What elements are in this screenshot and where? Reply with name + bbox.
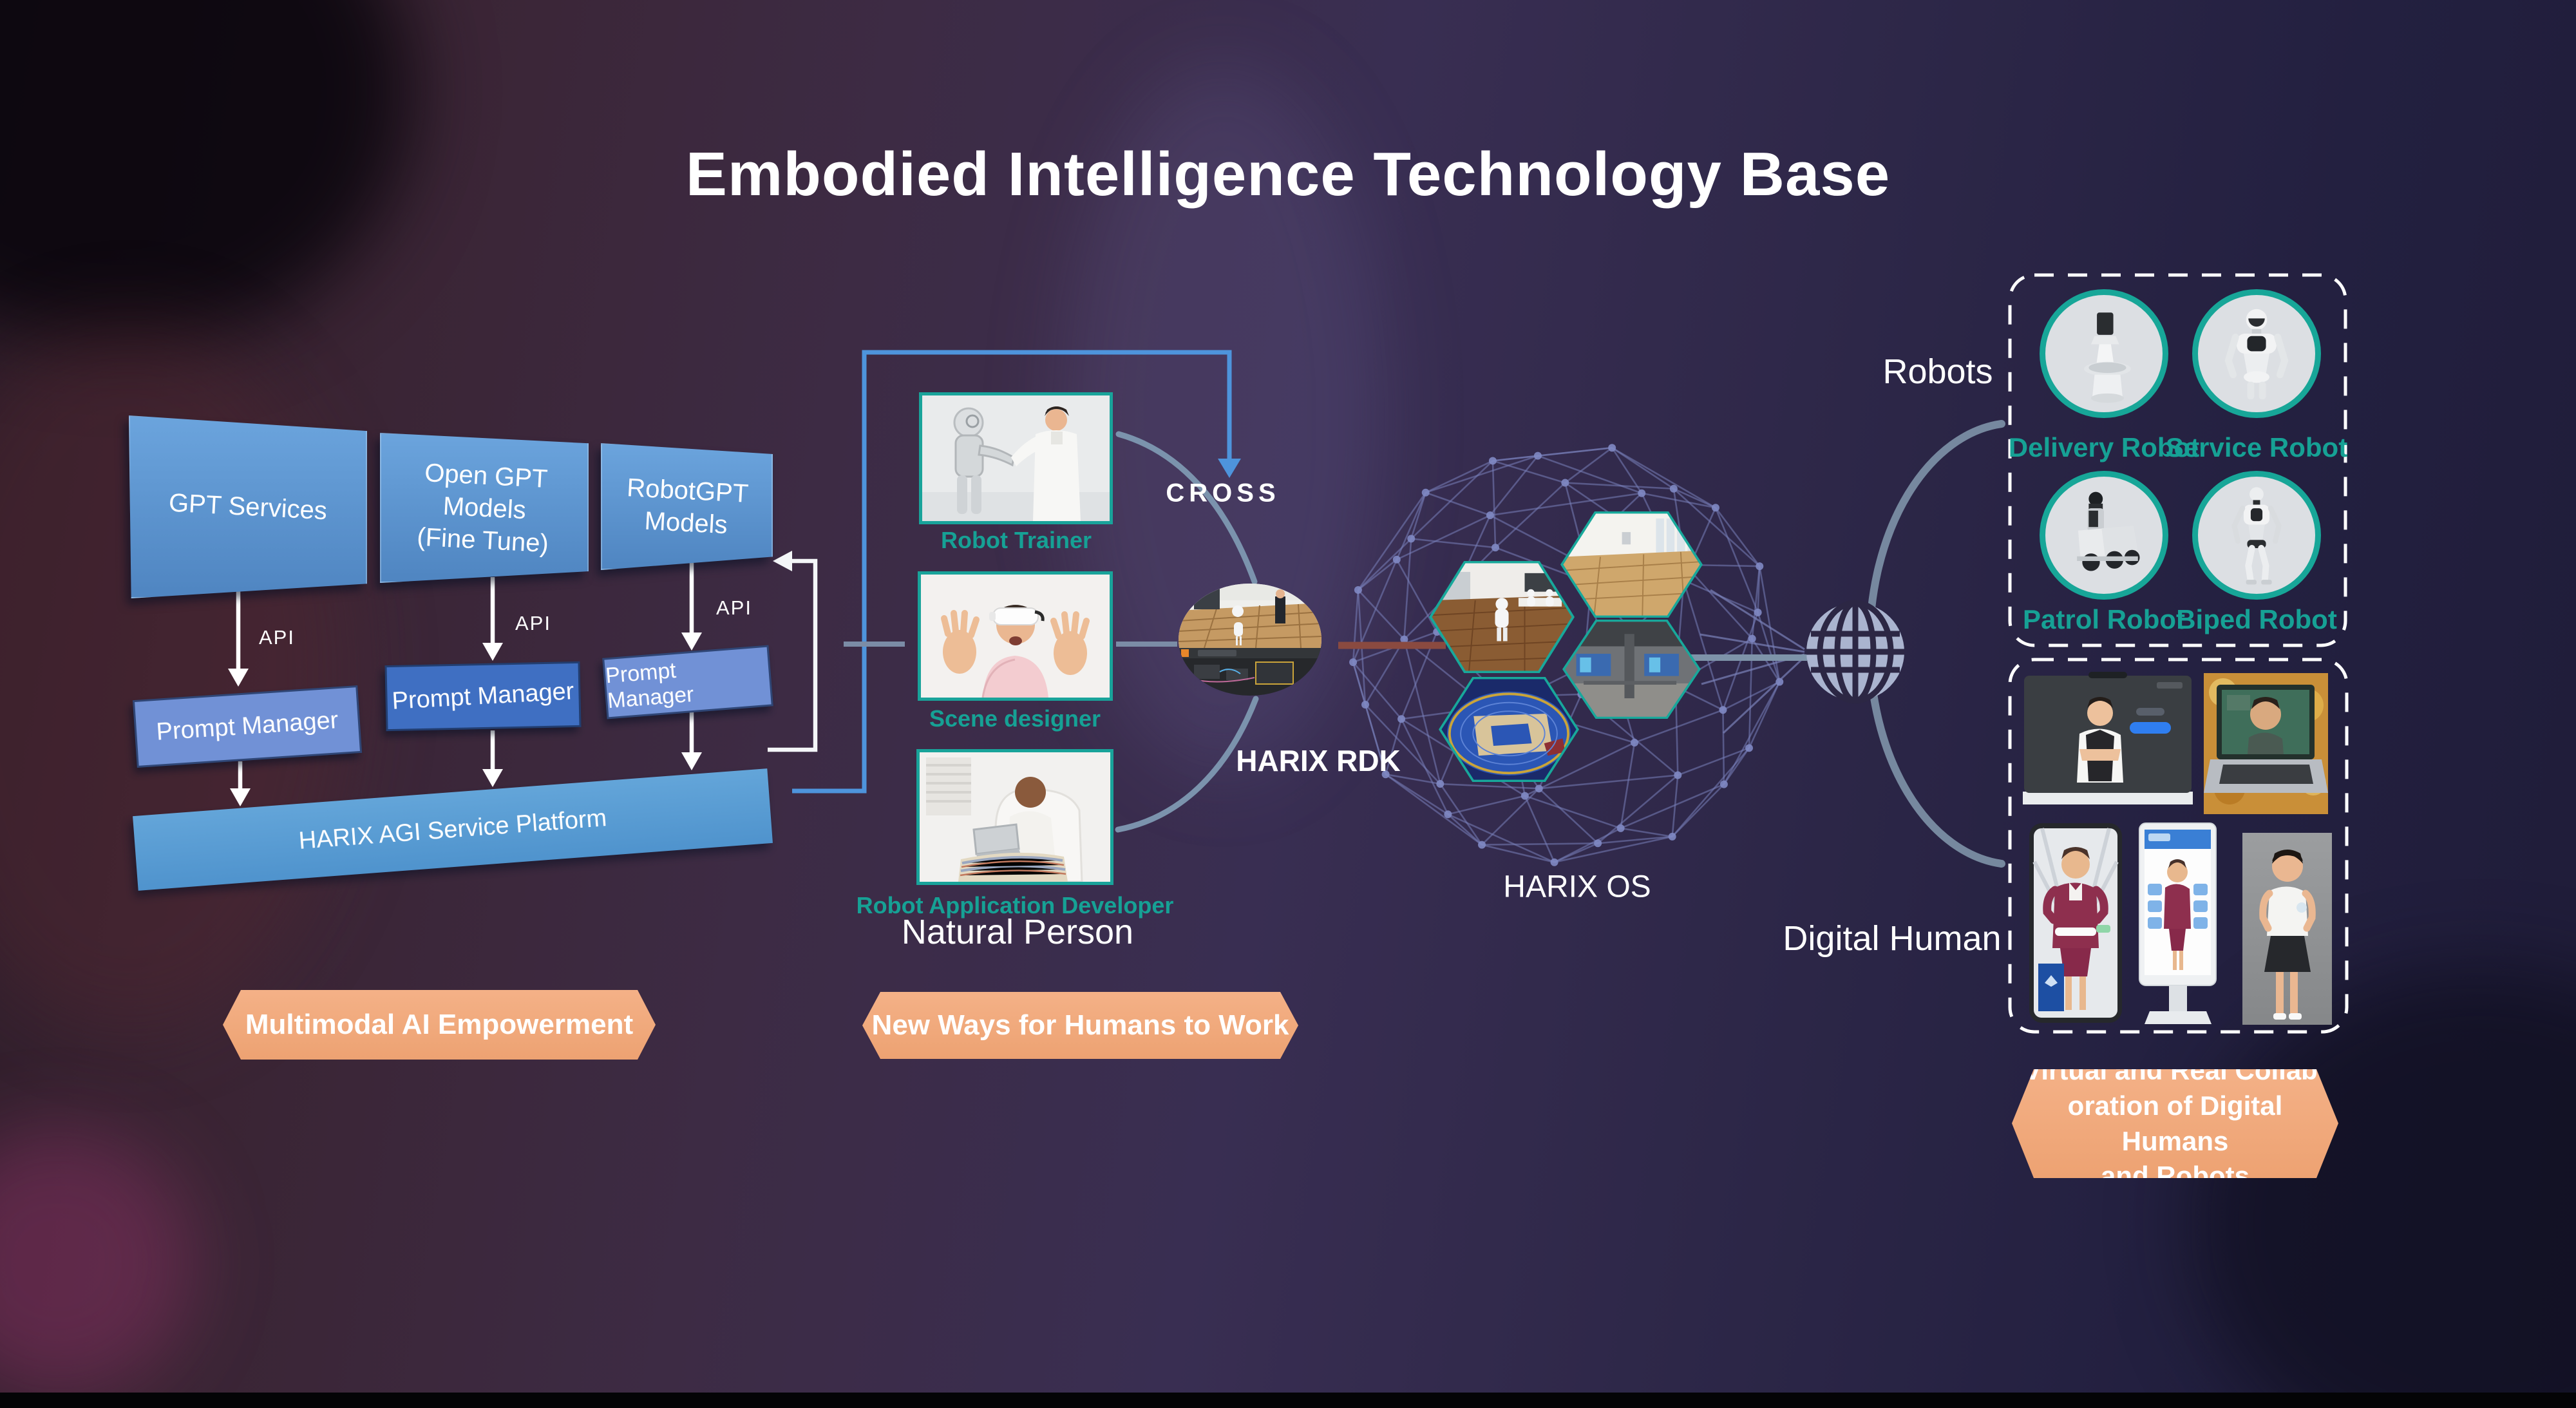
gpt-services-box: GPT Services	[129, 415, 367, 598]
api-arrows	[228, 563, 702, 806]
api-label-2: API	[515, 612, 551, 634]
robot-label-biped: Biped Robot	[2176, 604, 2337, 634]
bottom-black-bar	[0, 1393, 2576, 1408]
dh-kiosk-image	[2137, 822, 2219, 1029]
harix-rdk-label: HARIX RDK	[1236, 744, 1401, 777]
photo-label-robot-trainer: Robot Trainer	[940, 527, 1092, 553]
robot-circle-biped	[2192, 471, 2321, 600]
robots-heading: Robots	[1882, 352, 1993, 391]
delivery-robot-image	[2084, 312, 2131, 403]
globe-icon	[1806, 600, 1904, 704]
hex-exhibition-hall	[1562, 620, 1701, 719]
photo-to-rdk-curves	[1115, 431, 1259, 833]
globe-fan-lines	[1700, 589, 1806, 734]
loop-blue	[792, 350, 1241, 794]
biped-robot-image	[2231, 487, 2282, 585]
banner-virtual-real-collab: Virtual and Real Collab- oration of Digi…	[2012, 1069, 2338, 1178]
photo-robot-trainer	[919, 392, 1113, 524]
page-title: Embodied Intelligence Technology Base	[685, 140, 1891, 209]
robotgpt-models-box: RobotGPT Models	[601, 443, 773, 570]
flow-segments	[844, 642, 1807, 661]
patrol-robot-image	[2077, 491, 2140, 571]
service-robot-image	[2224, 309, 2289, 399]
digital-human-heading: Digital Human	[1783, 919, 2002, 958]
cross-label: CROSS	[1166, 479, 1280, 508]
photo-scene-designer	[918, 571, 1113, 701]
robot-label-delivery: Delivery Robot	[2008, 432, 2200, 462]
prompt-manager-3: Prompt Manager	[602, 645, 773, 719]
photo-label-robot-app-developer: Robot Application Developer	[856, 892, 1174, 918]
digital-human-box-border	[2008, 658, 2349, 1034]
robotgpt-models-label: RobotGPT Models	[626, 473, 750, 539]
banner-multimodal: Multimodal AI Empowerment	[223, 990, 656, 1060]
dh-girl-image	[2242, 833, 2332, 1025]
dh-tv-image	[2023, 672, 2193, 808]
open-gpt-models-label: Open GPT Models (Fine Tune)	[416, 458, 549, 558]
gpt-services-label: GPT Services	[168, 488, 328, 526]
robots-box-border	[2008, 273, 2347, 647]
robot-app-developer-image	[920, 752, 1110, 882]
photo-robot-app-developer	[916, 749, 1113, 885]
robot-circle-patrol	[2040, 471, 2168, 600]
harix-rdk-image	[1179, 584, 1321, 696]
scene-designer-image	[921, 575, 1110, 698]
api-label-3: API	[716, 596, 752, 619]
robot-label-service: Service Robot	[2165, 432, 2348, 462]
prompt-manager-2: Prompt Manager	[384, 661, 582, 732]
hex-scene-room-empty	[1560, 511, 1703, 618]
api-label-1: API	[259, 626, 295, 649]
robot-circle-delivery	[2040, 289, 2168, 418]
robot-label-patrol: Patrol Robot	[2023, 604, 2185, 634]
robot-circle-service	[2192, 289, 2321, 418]
open-gpt-models-box: Open GPT Models (Fine Tune)	[380, 433, 589, 583]
natural-person-label: Natural Person	[901, 913, 1134, 951]
feedback-loop-white	[768, 551, 818, 752]
harix-os-label: HARIX OS	[1503, 870, 1651, 904]
banner-new-ways: New Ways for Humans to Work	[862, 992, 1298, 1059]
dh-phone-image	[2029, 823, 2122, 1023]
hex-arena	[1439, 677, 1579, 782]
harix-agi-platform-label: HARIX AGI Service Platform	[298, 804, 608, 855]
hex-robot-room	[1429, 561, 1575, 673]
dh-laptop-image	[2204, 673, 2328, 814]
robot-trainer-image	[922, 395, 1110, 521]
photo-label-scene-designer: Scene designer	[929, 705, 1101, 732]
